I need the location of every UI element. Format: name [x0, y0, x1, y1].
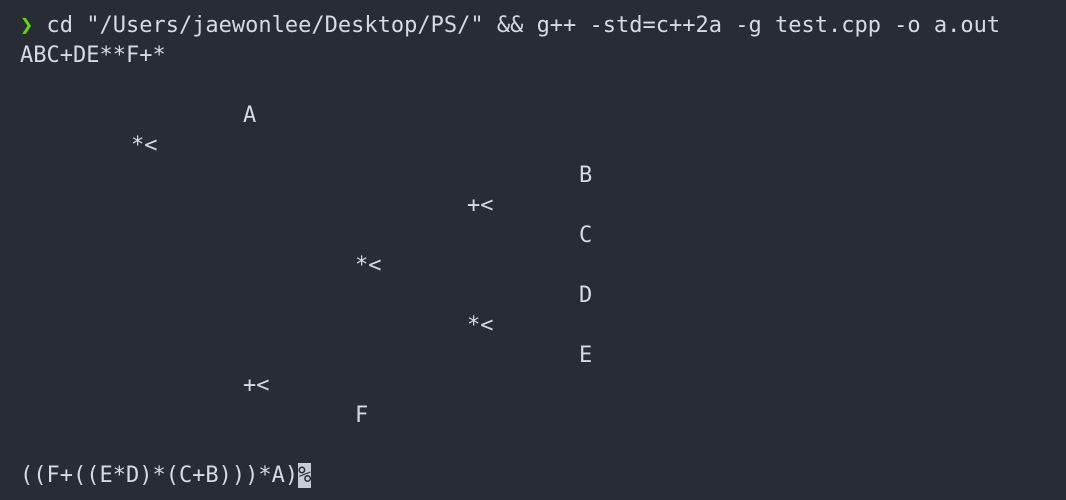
tree-node: +< — [243, 373, 270, 398]
postfix-output: ABC+DE**F+* — [20, 43, 166, 68]
no-newline-marker: % — [298, 463, 312, 488]
tree-node: E — [579, 343, 593, 368]
tree-node: *< — [131, 133, 158, 158]
tree-node: A — [243, 103, 257, 128]
tree-node: C — [579, 223, 593, 248]
command-text: cd "/Users/jaewonlee/Desktop/PS/" && g++… — [33, 13, 1001, 38]
tree-node: D — [579, 283, 593, 308]
tree-node: B — [579, 163, 593, 188]
infix-output-line: ((F+((E*D)*(C+B)))*A)% — [20, 461, 312, 491]
tree-node: *< — [467, 313, 494, 338]
tree-node: F — [355, 403, 369, 428]
tree-node: +< — [467, 193, 494, 218]
tree-node: *< — [355, 253, 382, 278]
infix-output: ((F+((E*D)*(C+B)))*A) — [20, 463, 299, 488]
command-line: ❯ cd "/Users/jaewonlee/Desktop/PS/" && g… — [20, 11, 1000, 41]
prompt-arrow-icon: ❯ — [20, 13, 34, 38]
